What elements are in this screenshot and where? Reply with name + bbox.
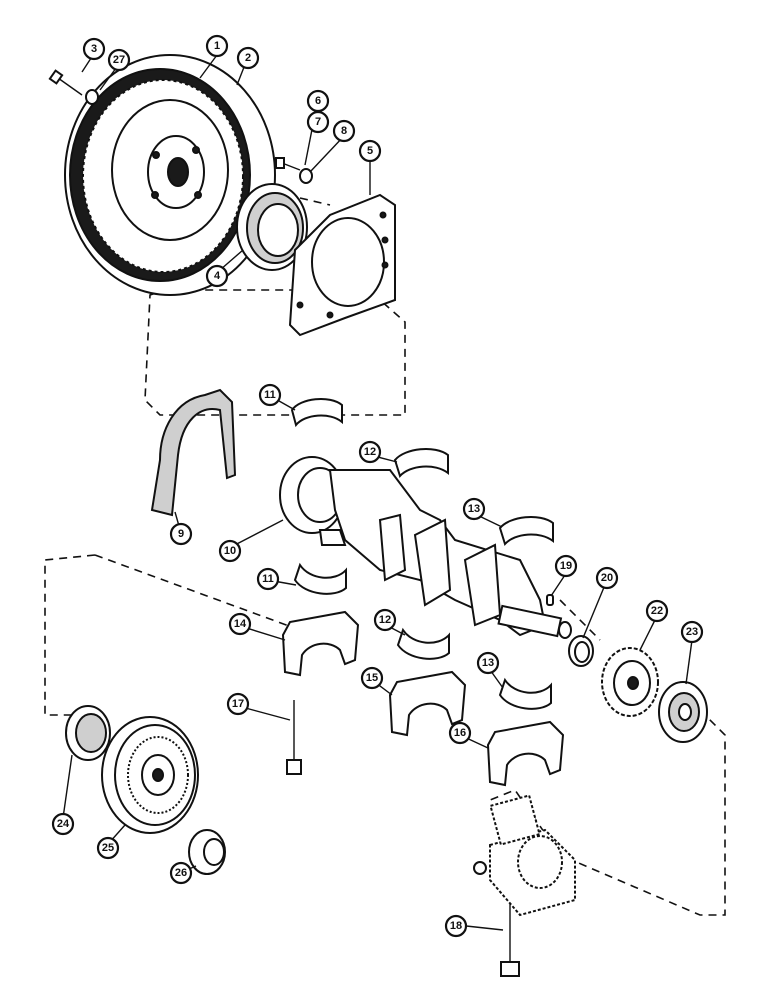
svg-text:15: 15 — [366, 672, 378, 684]
bolt-6-7 — [275, 157, 301, 171]
callout-13-lower: 13 — [476, 651, 500, 675]
callout-25: 25 — [96, 836, 120, 860]
svg-text:9: 9 — [178, 528, 184, 540]
callout-9: 9 — [169, 522, 193, 546]
washer-27 — [85, 89, 99, 105]
callout-8: 8 — [332, 119, 356, 143]
rear-gasket — [150, 388, 237, 517]
svg-text:19: 19 — [560, 560, 572, 572]
woodruff-key — [546, 594, 554, 606]
svg-text:11: 11 — [264, 389, 276, 401]
rear-seal — [236, 183, 308, 271]
callout-4: 4 — [205, 264, 229, 288]
svg-text:12: 12 — [379, 614, 391, 626]
crankshaft-pulley — [101, 716, 199, 834]
callout-13: 13 — [462, 497, 486, 521]
svg-text:23: 23 — [686, 626, 698, 638]
bearing-cap-14 — [281, 610, 360, 677]
svg-text:17: 17 — [232, 698, 244, 710]
callout-5: 5 — [358, 139, 382, 163]
pulley-nut — [188, 829, 226, 875]
pump-bolt — [500, 890, 520, 977]
assembly-dash-lower — [44, 554, 726, 916]
svg-text:2: 2 — [245, 52, 251, 64]
svg-text:13: 13 — [468, 503, 480, 515]
svg-text:27: 27 — [113, 54, 125, 66]
callout-11-lower: 11 — [256, 567, 280, 591]
callout-18: 18 — [444, 914, 468, 938]
svg-text:24: 24 — [57, 818, 70, 830]
svg-text:11: 11 — [262, 573, 274, 585]
svg-text:12: 12 — [364, 446, 376, 458]
bearing-shell-11-upper — [290, 398, 343, 428]
bearing-cap-15 — [388, 670, 467, 737]
callout-12: 12 — [358, 440, 382, 464]
callout-15: 15 — [360, 666, 384, 690]
crankshaft-gear — [601, 647, 659, 717]
callout-26: 26 — [169, 861, 193, 885]
bearing-shell-12-upper — [393, 448, 449, 478]
bearing-shell-13-upper — [498, 516, 554, 546]
callout-24: 24 — [51, 812, 75, 836]
bolt-3 — [48, 69, 83, 96]
svg-text:26: 26 — [175, 867, 187, 879]
callout-11: 11 — [258, 383, 282, 407]
callout-17: 17 — [226, 692, 250, 716]
svg-text:8: 8 — [341, 125, 347, 137]
svg-text:14: 14 — [234, 618, 247, 630]
svg-text:25: 25 — [102, 842, 114, 854]
cap-bolt — [286, 700, 302, 775]
spacer-ring — [568, 635, 594, 667]
svg-text:7: 7 — [315, 116, 321, 128]
svg-text:18: 18 — [450, 920, 462, 932]
oil-slinger — [658, 681, 708, 743]
seal-retainer — [288, 193, 396, 337]
bearing-shell-13-lower — [498, 677, 552, 710]
callout-14: 14 — [228, 612, 252, 636]
bearing-cap-16 — [486, 720, 565, 787]
svg-text:13: 13 — [482, 657, 494, 669]
svg-text:10: 10 — [224, 545, 236, 557]
assembly-dash-upper — [144, 197, 406, 416]
callout-1: 1 — [205, 34, 229, 58]
callout-23: 23 — [680, 620, 704, 644]
callout-22: 22 — [645, 599, 669, 623]
bearing-shell-11-lower — [293, 562, 347, 595]
washer-8 — [299, 168, 313, 184]
callout-7: 7 — [306, 110, 330, 134]
callout-27: 27 — [107, 48, 131, 72]
callout-10: 10 — [218, 539, 242, 563]
callout-19: 19 — [554, 554, 578, 578]
callout-20: 20 — [595, 566, 619, 590]
callout-12-lower: 12 — [373, 608, 397, 632]
flywheel — [64, 54, 276, 296]
callout-6: 6 — [306, 89, 330, 113]
callout-2: 2 — [236, 46, 260, 70]
svg-text:3: 3 — [91, 43, 97, 55]
svg-text:20: 20 — [601, 572, 613, 584]
svg-text:22: 22 — [651, 605, 663, 617]
svg-text:5: 5 — [367, 145, 373, 157]
crankshaft — [279, 456, 572, 639]
svg-text:6: 6 — [315, 95, 321, 107]
callout-3: 3 — [82, 37, 106, 61]
callout-16: 16 — [448, 721, 472, 745]
svg-text:16: 16 — [454, 727, 466, 739]
svg-text:1: 1 — [214, 40, 220, 52]
oil-pump-housing — [473, 794, 576, 917]
svg-text:4: 4 — [214, 270, 221, 282]
bearing-shell-12-lower — [396, 627, 450, 660]
front-seal — [65, 705, 111, 761]
